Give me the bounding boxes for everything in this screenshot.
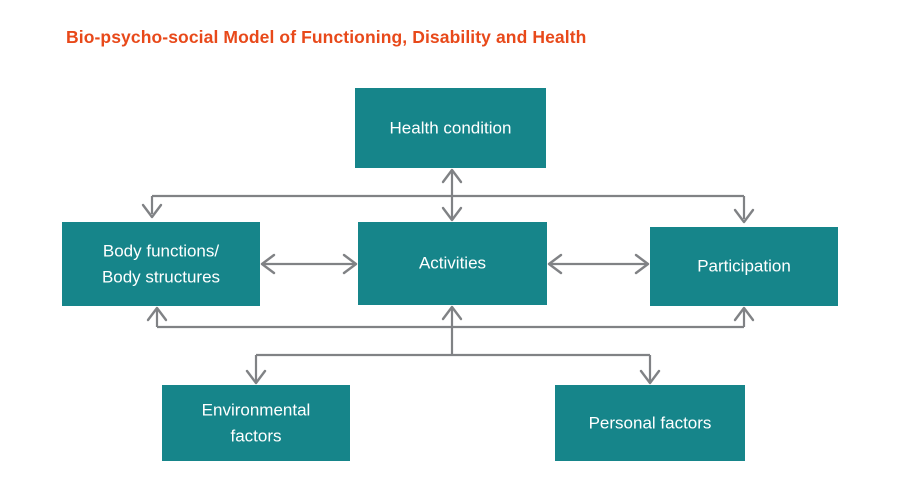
node-health-condition-label: Health condition [390,118,512,137]
node-activities-label: Activities [419,253,486,272]
body-functions-activities-connector [260,253,358,275]
node-environmental-factors-label-line2: factors [230,426,281,445]
lower-bus-center-arrow-icon [441,305,463,321]
activities-participation-left-arrow-icon [547,253,563,275]
lower-bus-connector [146,305,755,329]
upper-bus-connector [141,194,755,224]
upper-bus-right-arrow-icon [733,208,755,224]
node-activities[interactable]: Activities [358,222,547,305]
node-body-functions-label-line2: Body structures [102,267,220,286]
node-health-condition-box[interactable] [355,88,546,168]
node-personal-factors-box[interactable] [555,385,745,461]
activities-participation-right-arrow-icon [634,253,650,275]
lower-bus-right-arrow-icon [733,306,755,322]
node-activities-box[interactable] [358,222,547,305]
activities-participation-connector [547,253,650,275]
node-body-functions-box[interactable] [62,222,260,306]
health-activities-up-arrow-icon [441,168,463,184]
upper-bus-left-arrow-icon [141,203,163,219]
node-personal-factors-label: Personal factors [589,413,712,432]
node-environmental-factors-label-line1: Environmental [202,400,311,419]
node-body-functions-label-line1: Body functions/ [103,241,220,260]
health-condition-activities-connector [441,168,463,222]
node-body-functions[interactable]: Body functions/ Body structures [62,222,260,306]
node-participation[interactable]: Participation [650,227,838,306]
page-title: Bio-psycho-social Model of Functioning, … [66,27,587,47]
body-activities-left-arrow-icon [260,253,276,275]
node-personal-factors[interactable]: Personal factors [555,385,745,461]
node-participation-label: Participation [697,256,791,275]
connector-layer [141,168,755,385]
factors-bus-connector [245,327,661,385]
node-health-condition[interactable]: Health condition [355,88,546,168]
environmental-factors-arrow-icon [245,369,267,385]
personal-factors-arrow-icon [639,369,661,385]
node-environmental-factors[interactable]: Environmental factors [162,385,350,461]
health-activities-down-arrow-icon [441,206,463,222]
node-participation-box[interactable] [650,227,838,306]
body-activities-right-arrow-icon [342,253,358,275]
node-environmental-factors-box[interactable] [162,385,350,461]
lower-bus-left-arrow-icon [146,306,168,322]
